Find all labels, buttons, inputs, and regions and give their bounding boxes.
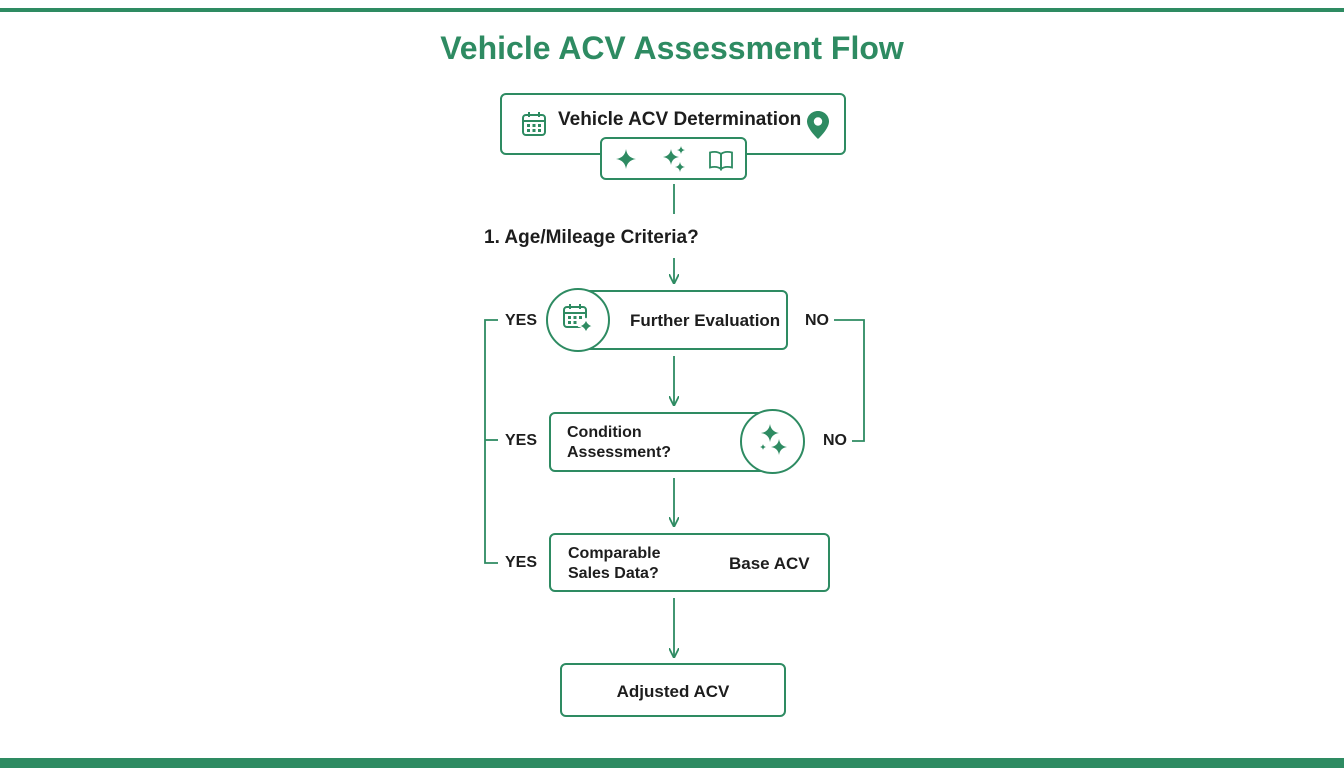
comparable-sales-node: Comparable Sales Data? Base ACV [549,533,830,592]
condition-assessment-label-line1: Condition [567,424,642,441]
yes-label-3: YES [505,554,538,571]
further-evaluation-label: Further Evaluation [630,311,781,330]
start-node-toolbar [600,137,747,180]
adjusted-acv-label: Adjusted ACV [616,682,730,701]
sparkle-icon [614,147,638,171]
bottom-accent-bar [0,758,1344,768]
calendar-icon [520,110,548,138]
yes-label-1: YES [505,312,538,329]
adjusted-acv-node: Adjusted ACV [560,663,786,717]
comparable-sales-label-line1: Comparable [568,545,661,562]
yes-label-2: YES [505,432,538,449]
no-label-2: NO [823,432,847,449]
condition-assessment-icon-badge [740,409,805,474]
no-branch-bracket [834,319,865,442]
book-icon [708,148,734,172]
calendar-sparkle-icon [561,301,595,340]
question-age-mileage: 1. Age/Mileage Criteria? [484,227,699,248]
map-pin-icon [804,109,832,141]
condition-assessment-label-line2: Assessment? [567,444,672,461]
top-accent-bar [0,8,1344,12]
no-label-1: NO [805,312,829,329]
sparkles-icon [660,144,688,174]
condition-assessment-node: Condition Assessment? [549,412,771,472]
start-node-label: Vehicle ACV Determination [558,109,802,130]
further-evaluation-icon-badge [546,288,610,352]
further-evaluation-node: Further Evaluation [576,290,788,350]
sparkles-icon [758,422,788,461]
diagram-title: Vehicle ACV Assessment Flow [440,30,904,66]
yes-branch-bracket [484,319,498,564]
base-acv-label: Base ACV [729,554,810,573]
comparable-sales-label-line2: Sales Data? [568,565,659,582]
